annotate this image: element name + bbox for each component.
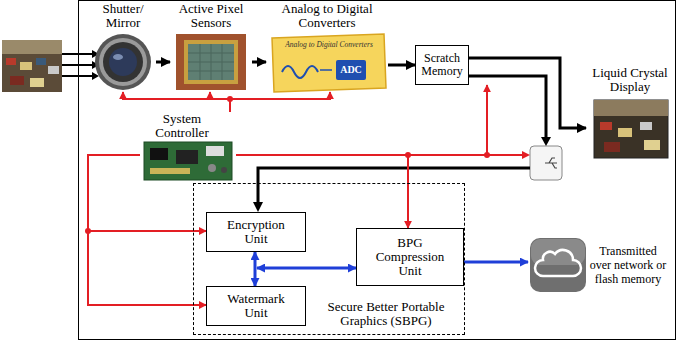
- lcd-screen-icon: [600, 122, 612, 130]
- outer-frame: [79, 1, 676, 340]
- chip-label: ADC: [336, 62, 366, 78]
- sensor-chip-icon: [188, 44, 234, 80]
- input-photo: [2, 40, 62, 54]
- node-label: System Controller: [142, 112, 222, 140]
- component-icon: Active Pixel Sensors: [170, 2, 252, 92]
- controller-board-icon: [208, 164, 216, 172]
- adc-card-icon: [272, 34, 386, 92]
- lcd-screen-icon: [640, 122, 652, 130]
- sensor-chip-icon: [176, 34, 246, 90]
- node-label: Analog to Digital Converters: [266, 2, 388, 30]
- lcd-screen-icon: [618, 128, 632, 137]
- sensor-chip-icon: [188, 44, 234, 80]
- input-photo: [10, 76, 24, 85]
- cloud-icon: [530, 238, 586, 292]
- input-photo: [20, 62, 32, 70]
- component-icon: Shutter/ Mirror: [90, 2, 156, 92]
- sensor-chip-icon: [176, 34, 246, 90]
- controller-board-icon: [144, 142, 232, 180]
- input-photo: [2, 40, 62, 92]
- process-box: Scratch Memory: [415, 45, 469, 85]
- node-label: Watermark Unit: [221, 292, 291, 320]
- control-wire: [522, 151, 530, 159]
- controller-board-icon: [221, 167, 227, 173]
- lcd-screen-icon: [594, 100, 668, 116]
- data-wire: [258, 168, 530, 203]
- connector-arrow: [123, 92, 230, 112]
- adc-card-icon: [336, 60, 366, 80]
- chip-text: Analog to Digital Converters: [276, 40, 382, 49]
- cloud-icon: [535, 250, 581, 276]
- lens-icon: [113, 54, 123, 60]
- connector-arrow: [257, 267, 356, 270]
- controller-board-icon: [150, 168, 190, 174]
- usb-drive-icon: [545, 158, 557, 168]
- controller-board-icon: [144, 142, 232, 180]
- sensor-chip-icon: [184, 40, 238, 84]
- component-icon: System Controller: [140, 112, 236, 182]
- connector-arrow: [230, 92, 330, 112]
- node-label: Secure Better Portable Graphics (SBPG): [312, 300, 460, 328]
- light-rays: [62, 75, 92, 77]
- controller-board-icon: [176, 150, 198, 164]
- lens-icon: [103, 42, 143, 82]
- node-label: Encryption Unit: [221, 218, 291, 246]
- connector-arrow: [236, 85, 487, 155]
- connector-arrow: [464, 261, 528, 264]
- input-photo: [48, 66, 59, 74]
- lens-icon: [95, 34, 151, 90]
- controller-board-icon: [206, 146, 224, 156]
- light-rays: [62, 53, 92, 55]
- node-label: Liquid Crystal Display: [586, 66, 674, 94]
- input-photo: [2, 40, 62, 92]
- input-photo: [30, 78, 44, 87]
- lcd-screen-icon: [604, 142, 620, 152]
- input-photo: [6, 58, 16, 65]
- input-photo: [36, 58, 46, 65]
- usb-drive-icon: [530, 146, 562, 180]
- process-box: Watermark Unit: [206, 286, 306, 326]
- process-box: BPG Compression Unit: [356, 228, 464, 286]
- connector-arrow: [156, 61, 170, 64]
- data-wire: [541, 137, 551, 146]
- cloud-icon: [530, 238, 586, 292]
- controller-board-icon: [150, 148, 168, 160]
- light-rays: [62, 64, 92, 66]
- connector-arrow: [88, 155, 206, 231]
- data-wire: [253, 76, 551, 212]
- lcd-screen-icon: [644, 140, 660, 150]
- lens-icon: [95, 34, 151, 90]
- lcd-screen-icon: [594, 100, 668, 158]
- outer-frame: [79, 1, 676, 340]
- process-box: Encryption Unit: [206, 212, 306, 252]
- connector-arrow: [210, 92, 230, 112]
- connector-arrow: [254, 252, 257, 286]
- data-wire: [469, 76, 546, 138]
- adc-card-icon: [272, 34, 386, 92]
- node-label: Shutter/ Mirror: [90, 2, 156, 30]
- lens-icon: [99, 38, 147, 86]
- adc-card-icon: [320, 69, 332, 71]
- group-box: Secure Better Portable Graphics (SBPG) En…: [193, 183, 465, 335]
- adc-card-icon: [282, 66, 318, 78]
- connector-arrow: [388, 64, 415, 67]
- data-wire: [253, 202, 263, 212]
- node-label: Transmitted over network or flash memory: [588, 244, 668, 286]
- node-label: BPG Compression Unit: [370, 236, 450, 278]
- usb-drive-icon: [530, 146, 562, 180]
- connector-arrow: [252, 61, 266, 64]
- cloud-icon-node: Transmitted over network or flash memory: [528, 238, 674, 308]
- light-rays: [62, 50, 99, 80]
- connector-arrow: [88, 155, 206, 305]
- lens-icon: [109, 48, 137, 76]
- lcd-screen-icon: [594, 100, 668, 158]
- component-icon: Liquid Crystal Display: [586, 66, 674, 160]
- node-label: Scratch Memory: [416, 52, 468, 78]
- node-label: Active Pixel Sensors: [170, 2, 252, 30]
